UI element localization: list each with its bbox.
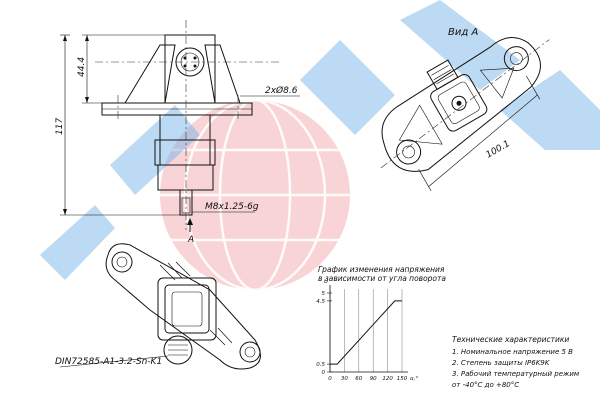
- spec-item-2: 2. Степень защиты IP6K9K: [452, 359, 551, 367]
- x-tick-label: 60: [355, 376, 362, 382]
- height-total-dimension: 117: [55, 118, 65, 135]
- specs-title: Технические характеристики: [452, 335, 569, 344]
- graph-title-line1: График изменения напряжения: [318, 265, 445, 274]
- watermark-globe: [160, 100, 350, 290]
- x-tick-label: 0: [328, 376, 332, 382]
- length-view-a-dimension: 100.1: [485, 139, 512, 161]
- x-tick-label: 120: [382, 376, 393, 382]
- thread-dimension: M8x1.25-6g: [205, 202, 259, 212]
- spec-item-1: 1. Номинальное напряжение 5 В: [452, 348, 573, 356]
- spec-item-3: 3. Рабочий температурный режим: [452, 370, 580, 378]
- top-view: [105, 243, 261, 370]
- y-tick-label: 5: [322, 291, 326, 297]
- x-tick-label: 150: [397, 376, 408, 382]
- view-a-drawing: [380, 37, 550, 192]
- section-label: A: [187, 235, 194, 245]
- connector-label: DIN72585-A1-3.2-Sn-K1: [55, 357, 162, 367]
- dimension-lines-left: [60, 34, 180, 216]
- side-view: [95, 20, 280, 230]
- y-tick-label: 4.5: [316, 299, 325, 305]
- x-tick-label: 90: [370, 376, 377, 382]
- x-axis-label: α,°: [410, 376, 418, 382]
- voltage-series-line: [330, 300, 402, 365]
- connector-leader: [59, 355, 169, 368]
- view-a-title: Вид А: [448, 27, 478, 38]
- voltage-chart: 0 30 60 90 120 150 0 0.5 4.5 5 α,° U: [316, 279, 418, 382]
- y-tick-label: 0.5: [316, 362, 325, 368]
- spec-item-4: от -40°С до +80°С: [452, 381, 519, 389]
- y-tick-label: 0: [322, 370, 326, 376]
- sorel-watermark: [40, 0, 600, 292]
- graph-title-line2: в зависимости от угла поворота: [318, 274, 446, 283]
- height-top-dimension: 44.4: [77, 57, 87, 77]
- y-axis-label: U: [324, 279, 328, 285]
- holes-dimension: 2хØ8.6: [265, 85, 298, 96]
- x-tick-label: 30: [341, 376, 348, 382]
